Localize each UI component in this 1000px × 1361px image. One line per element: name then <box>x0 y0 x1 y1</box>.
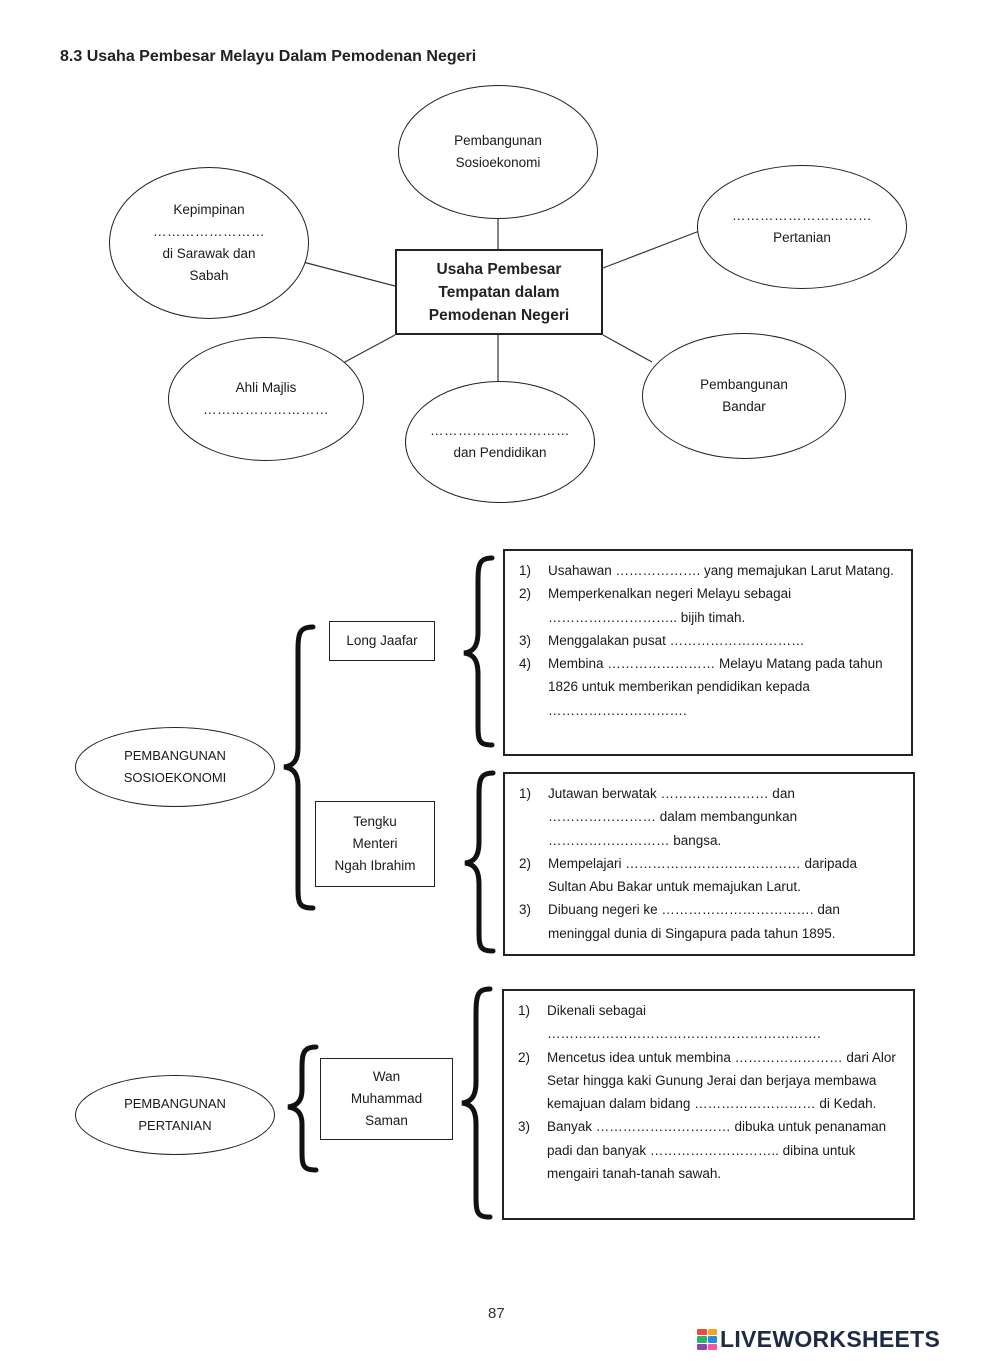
category-text-line: PEMBANGUNAN <box>124 1096 226 1111</box>
ellipse-text-line: Sabah <box>189 268 229 283</box>
ellipse-text-line: Sosioekonomi <box>455 155 541 170</box>
item-number: 1) <box>519 786 532 801</box>
brace-pertanian <box>287 1044 319 1173</box>
answer-blank[interactable]: ………………………… <box>430 423 570 438</box>
ellipse-ahli-majlis: Ahli Majlis ……………………… <box>168 337 364 461</box>
item-text[interactable]: Banyak ………………………… dibuka untuk penanaman… <box>547 1119 887 1182</box>
mindmap-center-box: Usaha Pembesar Tempatan dalam Pemodenan … <box>395 249 603 335</box>
person-long-jaafar: Long Jaafar <box>329 621 435 661</box>
list-item: 2) Mempelajari ………………………………… daripada Sul… <box>519 852 899 899</box>
center-text-line: Pemodenan Negeri <box>428 306 570 324</box>
item-number: 1) <box>519 563 532 578</box>
connector-left <box>302 261 396 287</box>
category-text-line: PEMBANGUNAN <box>124 748 226 763</box>
person-name-line: Ngah Ibrahim <box>334 858 416 873</box>
item-number: 2) <box>519 586 532 602</box>
person-name: Long Jaafar <box>346 633 418 648</box>
ellipse-pertanian: ………………………… Pertanian <box>697 165 907 289</box>
logo-mark-tile <box>697 1328 707 1336</box>
item-number: 2) <box>518 1049 531 1065</box>
ellipse-pembangunan-bandar: Pembangunan Bandar <box>642 333 846 459</box>
logo-mark-tile <box>697 1336 707 1343</box>
list-long-jaafar: 1) Usahawan ………………. yang memajukan Larut … <box>503 549 913 756</box>
answer-blank[interactable]: ……………………… <box>203 402 329 417</box>
ellipse-text-line: di Sarawak dan <box>162 246 256 261</box>
logo-mark-icon <box>697 1328 717 1351</box>
item-number: 3) <box>519 632 532 648</box>
category-pertanian: PEMBANGUNAN PERTANIAN <box>75 1075 275 1155</box>
ellipse-text-line: Pembangunan <box>700 377 788 392</box>
brace-sosioekonomi <box>283 624 316 911</box>
center-text-line: Tempatan dalam <box>438 283 560 301</box>
ellipse-text-line: Kepimpinan <box>173 202 245 217</box>
item-number: 3) <box>518 1119 531 1135</box>
connector-right <box>602 229 703 269</box>
brace-wan-muhammad-saman <box>461 986 493 1220</box>
ellipse-text-line: dan Pendidikan <box>453 445 547 460</box>
list-item: 3) Menggalakan pusat ………………………… <box>519 629 897 652</box>
list-item: 1) Dikenali sebagai ……………………………………………………. <box>518 999 899 1046</box>
item-number: 4) <box>519 656 532 672</box>
answer-blank[interactable]: ………………………… <box>732 208 872 223</box>
list-wan-muhammad-saman: 1) Dikenali sebagai …………………………………………………….… <box>502 989 915 1220</box>
person-name-line: Saman <box>365 1113 408 1128</box>
list-item: 1) Jutawan berwatak …………………… dan ……………………… <box>519 782 899 852</box>
logo-text: LIVEWORKSHEETS <box>720 1326 941 1352</box>
connector-bottom-right <box>602 334 653 363</box>
list-ngah-ibrahim: 1) Jutawan berwatak …………………… dan ……………………… <box>503 772 915 956</box>
answer-blank[interactable]: …………………… <box>153 224 265 239</box>
person-name-line: Menteri <box>352 836 398 851</box>
item-text[interactable]: Dibuang negeri ke ……………………………. dan menin… <box>548 902 840 941</box>
logo-mark-tile <box>707 1343 717 1351</box>
item-text[interactable]: Jutawan berwatak …………………… dan …………………… d… <box>548 786 798 848</box>
item-text[interactable]: Menggalakan pusat ………………………… <box>548 632 805 648</box>
brace-ngah-ibrahim <box>464 770 496 954</box>
person-ngah-ibrahim: Tengku Menteri Ngah Ibrahim <box>315 801 435 887</box>
ellipse-text-line: Bandar <box>722 399 766 414</box>
item-number: 3) <box>519 902 532 918</box>
ellipse-pembangunan-sosioekonomi: Pembangunan Sosioekonomi <box>398 85 598 219</box>
ellipse-pendidikan: ………………………… dan Pendidikan <box>405 381 595 503</box>
item-number: 2) <box>519 855 532 871</box>
item-text[interactable]: Dikenali sebagai ……………………………………………………. <box>547 1003 821 1042</box>
list-item: 3) Banyak ………………………… dibuka untuk penanam… <box>518 1115 899 1185</box>
list-item: 2) Mencetus idea untuk membina …………………… d… <box>518 1046 899 1116</box>
person-name-line: Tengku <box>353 814 397 829</box>
item-number: 1) <box>518 1003 531 1018</box>
item-text[interactable]: Memperkenalkan negeri Melayu sebagai ………… <box>548 586 792 625</box>
person-name-line: Muhammad <box>350 1091 423 1106</box>
ellipse-text-line: Pertanian <box>773 230 831 245</box>
item-text[interactable]: Mencetus idea untuk membina …………………… dar… <box>547 1049 896 1112</box>
ellipse-text-line: Pembangunan <box>454 133 542 148</box>
category-text-line: PERTANIAN <box>138 1118 212 1133</box>
page-title: 8.3 Usaha Pembesar Melayu Dalam Pemodena… <box>60 48 477 65</box>
person-wan-muhammad-saman: Wan Muhammad Saman <box>320 1058 453 1140</box>
logo-mark-tile <box>707 1336 717 1343</box>
center-text-line: Usaha Pembesar <box>436 260 562 278</box>
category-sosioekonomi: PEMBANGUNAN SOSIOEKONOMI <box>75 727 275 807</box>
list-item: 3) Dibuang negeri ke ……………………………. dan men… <box>519 898 899 945</box>
list-item: 2) Memperkenalkan negeri Melayu sebagai …… <box>519 582 897 629</box>
logo-mark-tile <box>697 1343 707 1351</box>
category-text-line: SOSIOEKONOMI <box>123 770 227 785</box>
brace-long-jaafar <box>463 555 495 748</box>
ellipse-kepimpinan: Kepimpinan …………………… di Sarawak dan Sabah <box>109 167 309 319</box>
item-text[interactable]: Usahawan ………………. yang memajukan Larut Ma… <box>548 563 894 578</box>
logo-mark-tile <box>707 1328 717 1336</box>
person-name-line: Wan <box>372 1069 401 1084</box>
item-text[interactable]: Mempelajari ………………………………… daripada Sulta… <box>548 855 858 895</box>
page-number: 87 <box>488 1305 505 1322</box>
ellipse-text-line: Ahli Majlis <box>235 380 297 395</box>
item-text[interactable]: Membina …………………… Melayu Matang pada tahu… <box>548 656 883 718</box>
list-item: 1) Usahawan ………………. yang memajukan Larut … <box>519 559 897 582</box>
list-item: 4) Membina …………………… Melayu Matang pada ta… <box>519 652 897 722</box>
liveworksheets-logo: LIVEWORKSHEETS <box>697 1326 940 1353</box>
